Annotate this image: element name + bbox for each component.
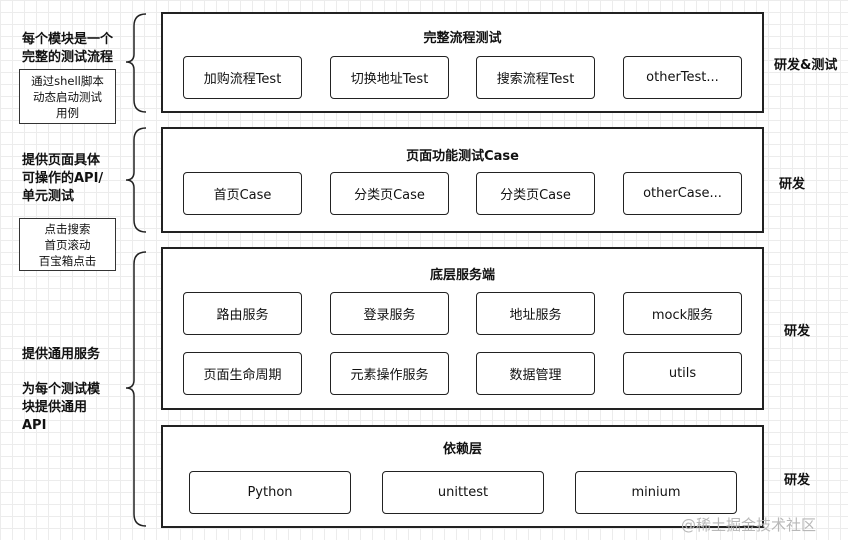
layer-title: 依赖层 xyxy=(442,442,482,457)
module-box: 首页Case xyxy=(183,172,302,215)
module-box: 分类页Case xyxy=(476,172,595,215)
module-box: Python xyxy=(189,471,351,514)
group3-description-detail: 为每个测试模 块提供通用 API xyxy=(22,382,101,433)
brace-group1 xyxy=(125,13,147,113)
module-box: 路由服务 xyxy=(183,292,302,335)
module-box: mock服务 xyxy=(623,292,742,335)
module-box: otherCase... xyxy=(623,172,742,215)
group1-note: 通过shell脚本 动态启动测试 用例 xyxy=(19,69,116,124)
layer-title: 完整流程测试 xyxy=(423,31,502,46)
layer-dependencies: 依赖层 Python unittest minium xyxy=(161,425,764,528)
group3-description: 提供通用服务 xyxy=(22,347,101,362)
module-box: otherTest... xyxy=(623,56,742,99)
module-box: 分类页Case xyxy=(330,172,449,215)
module-box: 页面生命周期 xyxy=(183,352,302,395)
layer-title: 底层服务端 xyxy=(429,268,495,283)
layer-base-services: 底层服务端 路由服务 登录服务 地址服务 mock服务 页面生命周期 元素操作服… xyxy=(161,247,764,410)
role-label: 研发 xyxy=(784,473,811,488)
layer-full-flow-test: 完整流程测试 加购流程Test 切换地址Test 搜索流程Test otherT… xyxy=(161,12,764,113)
group2-description: 提供页面具体 可操作的API/ 单元测试 xyxy=(22,153,104,204)
module-box: unittest xyxy=(382,471,544,514)
module-box: 元素操作服务 xyxy=(330,352,449,395)
group2-note: 点击搜索 首页滚动 百宝箱点击 xyxy=(19,218,116,271)
module-box: 地址服务 xyxy=(476,292,595,335)
layer-title: 页面功能测试Case xyxy=(406,149,519,164)
role-label: 研发 xyxy=(779,177,806,192)
role-label: 研发&测试 xyxy=(774,58,838,73)
watermark: @稀土掘金技术社区 xyxy=(681,516,817,534)
module-box: utils xyxy=(623,352,742,395)
module-box: minium xyxy=(575,471,737,514)
brace-group3 xyxy=(125,251,147,527)
layer-page-function-test: 页面功能测试Case 首页Case 分类页Case 分类页Case otherC… xyxy=(161,127,764,233)
role-label: 研发 xyxy=(784,324,811,339)
module-box: 切换地址Test xyxy=(330,56,449,99)
group1-description: 每个模块是一个 完整的测试流程 xyxy=(22,32,114,65)
module-box: 搜索流程Test xyxy=(476,56,595,99)
module-box: 数据管理 xyxy=(476,352,595,395)
brace-group2 xyxy=(125,127,147,233)
module-box: 加购流程Test xyxy=(183,56,302,99)
module-box: 登录服务 xyxy=(330,292,449,335)
